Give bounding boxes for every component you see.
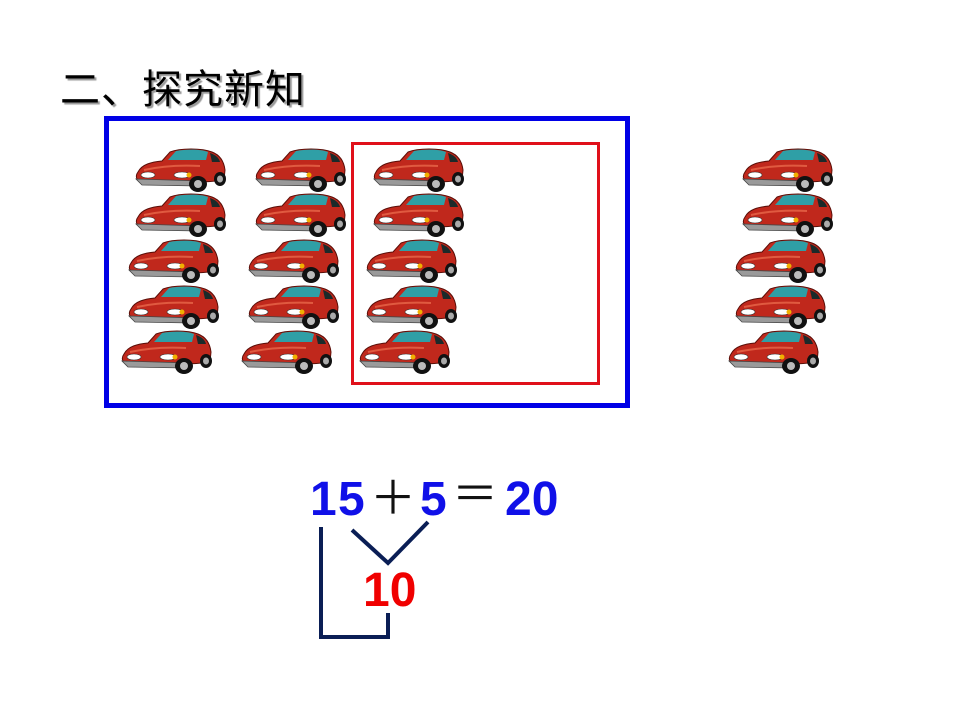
combine-bracket xyxy=(319,527,390,639)
outer-group-box xyxy=(104,116,630,408)
equals-sign: ＝ xyxy=(452,467,498,521)
sum: 20 xyxy=(505,473,559,526)
addend2: 5 xyxy=(420,473,447,526)
addend1-tens-digit: 1 xyxy=(310,473,337,526)
section-title: 二、探究新知 xyxy=(60,67,306,113)
split-result: 10 xyxy=(363,564,417,617)
split-connector xyxy=(350,520,430,566)
ten-group-box xyxy=(351,142,600,385)
addend1-ones-digit: 5 xyxy=(338,473,365,526)
plus-sign: ＋ xyxy=(370,471,416,525)
